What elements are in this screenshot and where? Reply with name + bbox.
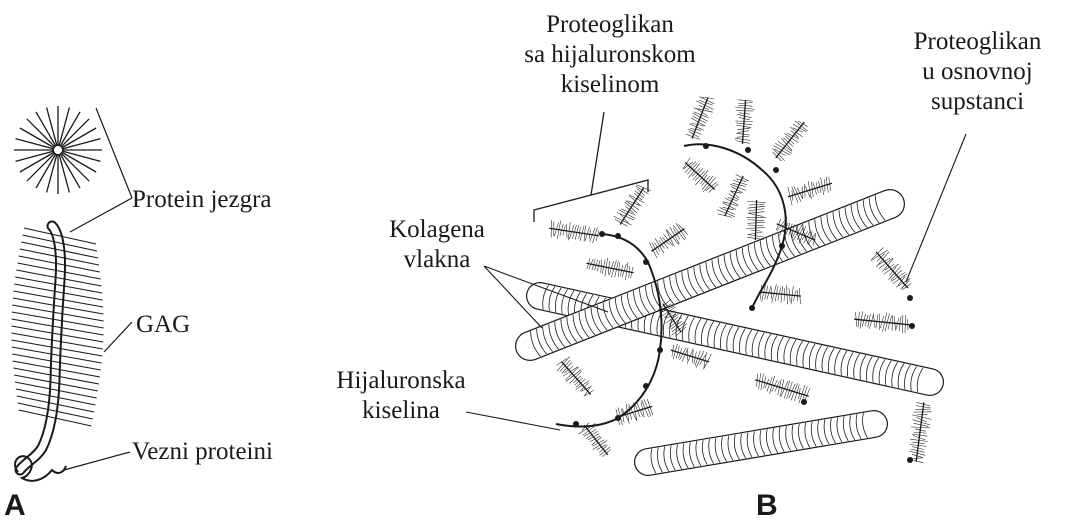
brush-free-2 <box>854 311 910 333</box>
label-protein-core: Protein jezgra <box>132 185 272 215</box>
brush-upper-1 <box>686 97 715 140</box>
label-proteoglycan-ground-line2: u osnovnoj <box>890 57 1065 87</box>
link-dot-6 <box>599 231 605 237</box>
brush-free-3 <box>755 373 810 404</box>
link-dot-10 <box>643 383 649 389</box>
leader-protein-core <box>70 108 132 232</box>
link-dot-13 <box>907 295 913 301</box>
leader-proteoglycan-ground <box>906 134 966 282</box>
panel-b-letter: B <box>756 490 778 522</box>
brush-left-6 <box>556 356 593 396</box>
link-dot-9 <box>657 347 663 353</box>
label-hyaluronic-acid-line2: kiselina <box>326 396 476 426</box>
link-dot-5 <box>749 305 755 311</box>
brush-upper-3 <box>772 121 807 161</box>
link-dot-15 <box>801 399 807 405</box>
brush-upper-6 <box>746 200 766 240</box>
label-collagen-line1: Kolagena <box>372 215 502 245</box>
brush-upper-2 <box>735 100 755 144</box>
label-gag: GAG <box>136 310 190 340</box>
leader-link-proteins <box>64 452 130 470</box>
link-dot-12 <box>573 421 579 427</box>
link-dot-4 <box>779 243 785 249</box>
link-dot-7 <box>615 233 621 239</box>
brush-free-1 <box>871 247 911 290</box>
label-proteoglycan-ha-line2: sa hijaluronskom <box>490 40 730 70</box>
brush-left-1 <box>549 220 599 243</box>
label-collagen-line2: vlakna <box>372 245 502 275</box>
link-dot-8 <box>643 259 649 265</box>
brush-free-4 <box>909 402 931 463</box>
proteoglycan-star <box>14 106 102 194</box>
label-proteoglycan-ground: Proteoglikan u osnovnoj supstanci <box>890 27 1065 117</box>
label-proteoglycan-ground-line1: Proteoglikan <box>890 27 1065 57</box>
label-hyaluronic-acid-line1: Hijaluronska <box>326 366 476 396</box>
label-proteoglycan-ha-line3: kiselinom <box>490 70 730 100</box>
collagen-fibre-1 <box>540 285 930 392</box>
brush-left-7 <box>616 399 653 425</box>
label-proteoglycan-ha: Proteoglikan sa hijaluronskom kiselinom <box>490 10 730 100</box>
link-dot-14 <box>909 323 915 329</box>
panel-b-drawing <box>466 97 966 474</box>
label-link-proteins: Vezni proteini <box>132 437 273 467</box>
label-hyaluronic-acid: Hijaluronska kiselina <box>326 366 476 426</box>
brush-upper-5 <box>717 175 749 218</box>
label-proteoglycan-ground-line3: supstanci <box>890 87 1065 117</box>
leader-hyaluronic-acid <box>466 412 560 430</box>
brush-left-8 <box>579 423 611 457</box>
panel-a-letter: A <box>4 490 26 522</box>
link-dot-2 <box>745 147 751 153</box>
brush-left-2 <box>614 185 651 227</box>
link-dot-11 <box>615 415 621 421</box>
link-dot-1 <box>703 143 709 149</box>
label-proteoglycan-ha-line1: Proteoglikan <box>490 10 730 40</box>
link-dot-16 <box>907 457 913 463</box>
link-dot-3 <box>773 167 779 173</box>
brush-upper-9 <box>683 158 718 193</box>
collagen-fibre-3 <box>648 413 874 473</box>
brush-upper-4 <box>788 177 832 206</box>
bracket-proteoglycan-ha <box>534 112 648 222</box>
panel-a-drawing <box>11 106 132 481</box>
brush-left-4 <box>649 223 688 258</box>
brush-left-5 <box>671 344 712 369</box>
leader-gag <box>104 322 132 352</box>
brush-left-3 <box>586 258 633 280</box>
brush-upper-8 <box>759 283 801 304</box>
label-collagen: Kolagena vlakna <box>372 215 502 275</box>
